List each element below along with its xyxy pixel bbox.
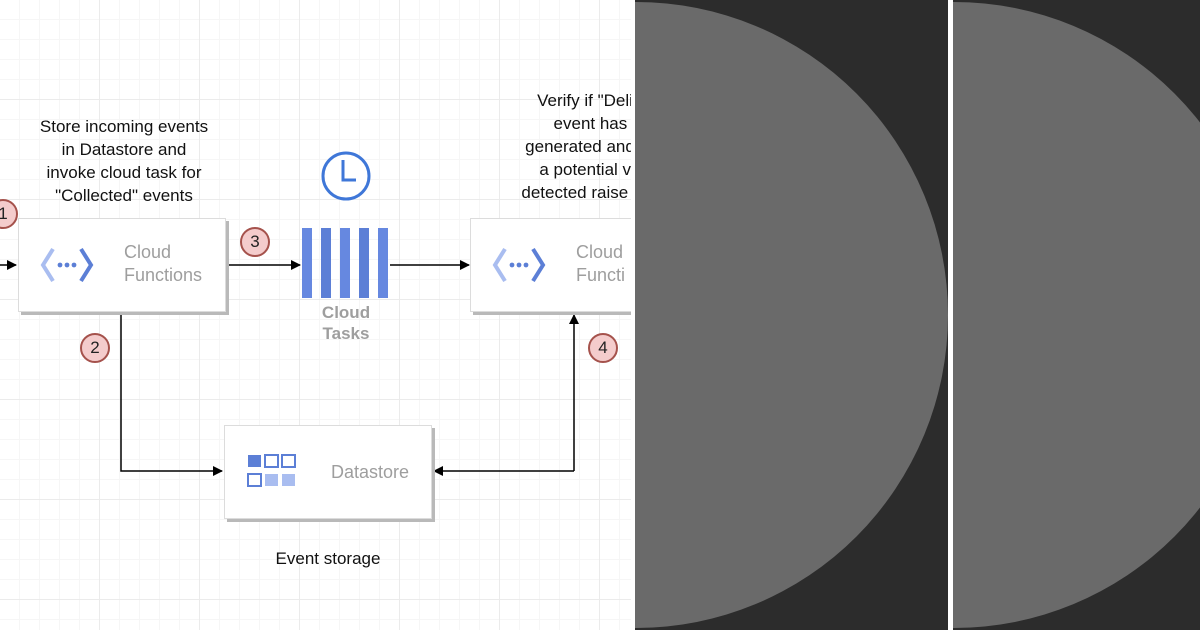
connectors-layer [0, 151, 579, 476]
cloud-functions-icon [40, 247, 94, 283]
cloud-functions-node-left[interactable]: Cloud Functions [18, 218, 226, 312]
note-verify-delivered: Verify if "Delivere event has beer gener… [521, 91, 632, 202]
cloud-functions-icon [492, 247, 546, 283]
connector-functions-to-datastore[interactable] [120, 314, 223, 476]
cloud-tasks-icon [302, 228, 388, 298]
datastore-icon [247, 454, 296, 487]
dark-panel-right [953, 0, 1200, 630]
half-circle-shape [953, 2, 1200, 628]
step-badge-2: 2 [80, 333, 110, 363]
dark-panel-left [635, 0, 948, 630]
panel-divider [948, 0, 953, 630]
cloud-functions-node-right[interactable]: Cloud Functi [470, 218, 632, 312]
clock-icon [321, 151, 371, 201]
note-store-events: Store incoming events in Datastore and i… [39, 117, 209, 205]
cloud-tasks-label: Cloud Tasks [321, 303, 371, 343]
diagram-canvas: Store incoming events in Datastore and i… [0, 0, 632, 630]
note-event-storage: Event storage [275, 549, 381, 568]
panel-divider [631, 0, 635, 630]
step-badge-4: 4 [588, 333, 618, 363]
half-circle-shape [635, 2, 948, 628]
cloud-functions-label: Cloud Functi [576, 242, 626, 285]
datastore-label: Datastore [331, 462, 410, 482]
cloud-functions-label: Cloud Functions [124, 242, 203, 285]
datastore-node[interactable]: Datastore [224, 425, 432, 519]
step-badge-3: 3 [240, 227, 270, 257]
